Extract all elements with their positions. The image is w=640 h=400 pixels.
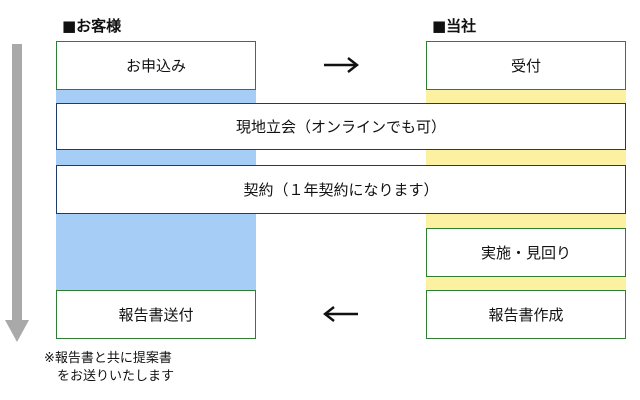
contract-step-label: 契約（１年契約になります） [243,181,439,199]
inspection-step-label: 実施・見回り [480,244,571,262]
apply-step-label: お申込み [125,57,186,75]
site-visit-step-box: 現地立会（オンラインでも可） [56,103,626,150]
footnote-line-2: をお送りいたします [44,369,175,384]
report-send-step-box: 報告書送付 [56,290,256,339]
inspection-step-box: 実施・見回り [426,228,626,277]
right-arrow-icon [324,57,359,73]
apply-step-box: お申込み [56,41,256,90]
report-send-step-label: 報告書送付 [118,306,194,324]
receive-step-box: 受付 [426,41,626,90]
left-arrow-icon [323,306,358,322]
site-visit-step-label: 現地立会（オンラインでも可） [235,118,446,136]
receive-step-label: 受付 [510,57,541,75]
company-heading: ■当社 [432,17,477,35]
footnote-line-1: ※報告書と共に提案書 [44,351,172,366]
flow-down-arrow-icon [5,44,29,342]
customer-heading: ■お客様 [62,17,122,35]
report-create-step-box: 報告書作成 [426,290,626,339]
contract-step-box: 契約（１年契約になります） [56,165,626,214]
report-create-step-label: 報告書作成 [488,306,564,324]
